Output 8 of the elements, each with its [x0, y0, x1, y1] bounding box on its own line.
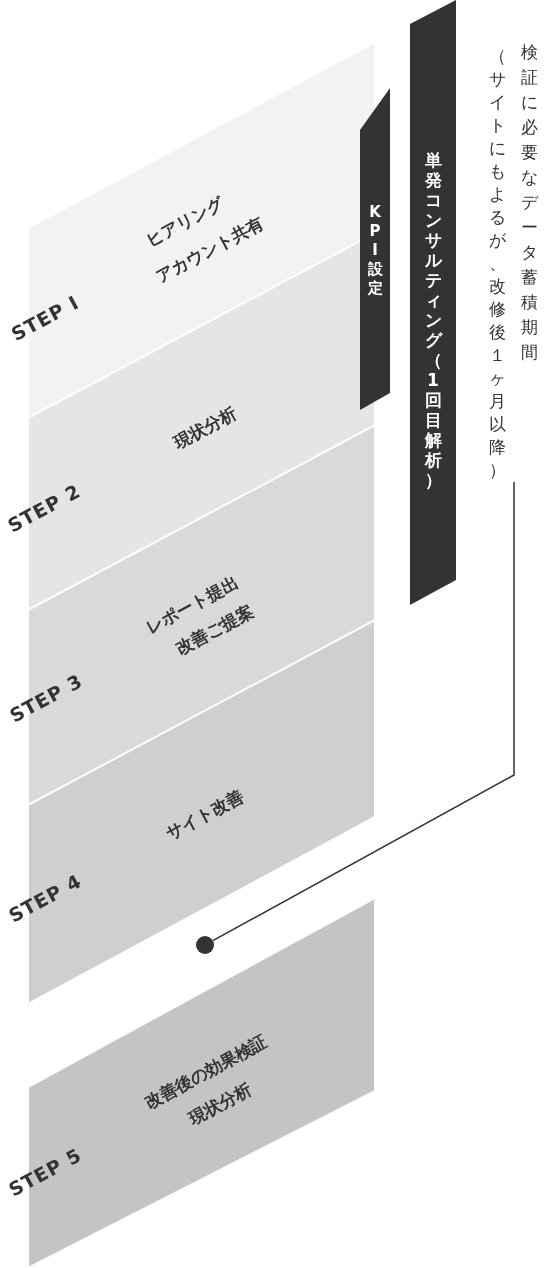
step-description: サイト改善 [162, 784, 248, 846]
phase-bar [360, 88, 390, 410]
phase-label: 単発コンサルティング（1回目解析） [423, 150, 443, 490]
phase-label: KPI設定 [366, 202, 384, 298]
dot-marker [196, 936, 214, 954]
step-description: 現状分析 [169, 401, 241, 455]
phase-bar [410, 0, 456, 605]
leader-line [212, 481, 515, 942]
